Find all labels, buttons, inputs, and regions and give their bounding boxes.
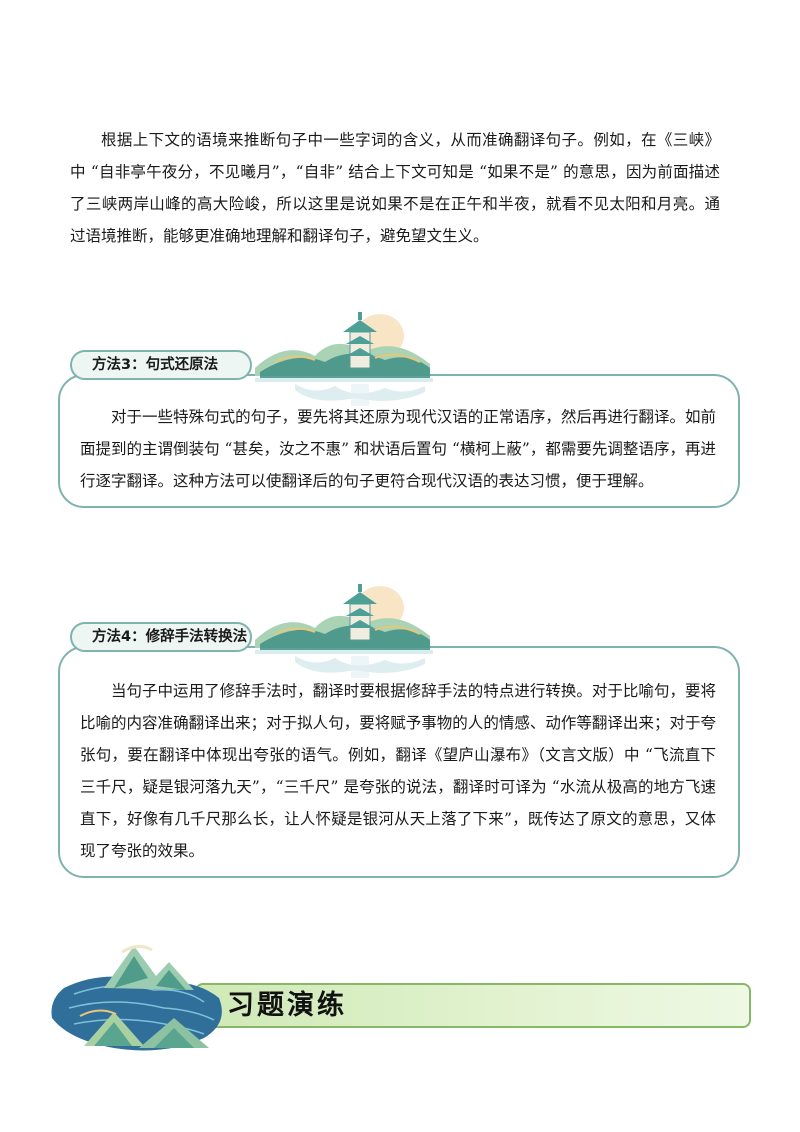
exercise-title: 习题演练	[227, 990, 347, 1021]
mountain-island-icon	[51, 945, 222, 1051]
method4-label: 方法4：修辞手法转换法	[70, 622, 252, 652]
pavilion-landscape-icon	[255, 312, 433, 406]
method4-box: 当句子中运用了修辞手法时，翻译时要根据修辞手法的特点进行转换。对于比喻句，要将比…	[58, 646, 740, 878]
exercise-banner	[195, 983, 751, 1028]
pavilion-landscape-icon	[255, 584, 433, 678]
intro-paragraph: 根据上下文的语境来推断句子中一些字词的含义，从而准确翻译句子。例如，在《三峡》中…	[70, 131, 720, 245]
method4-paragraph: 当句子中运用了修辞手法时，翻译时要根据修辞手法的特点进行转换。对于比喻句，要将比…	[80, 682, 716, 860]
method3-label: 方法3：句式还原法	[70, 350, 252, 380]
method3-paragraph: 对于一些特殊句式的句子，要先将其还原为现代汉语的正常语序，然后再进行翻译。如前面…	[80, 408, 716, 490]
